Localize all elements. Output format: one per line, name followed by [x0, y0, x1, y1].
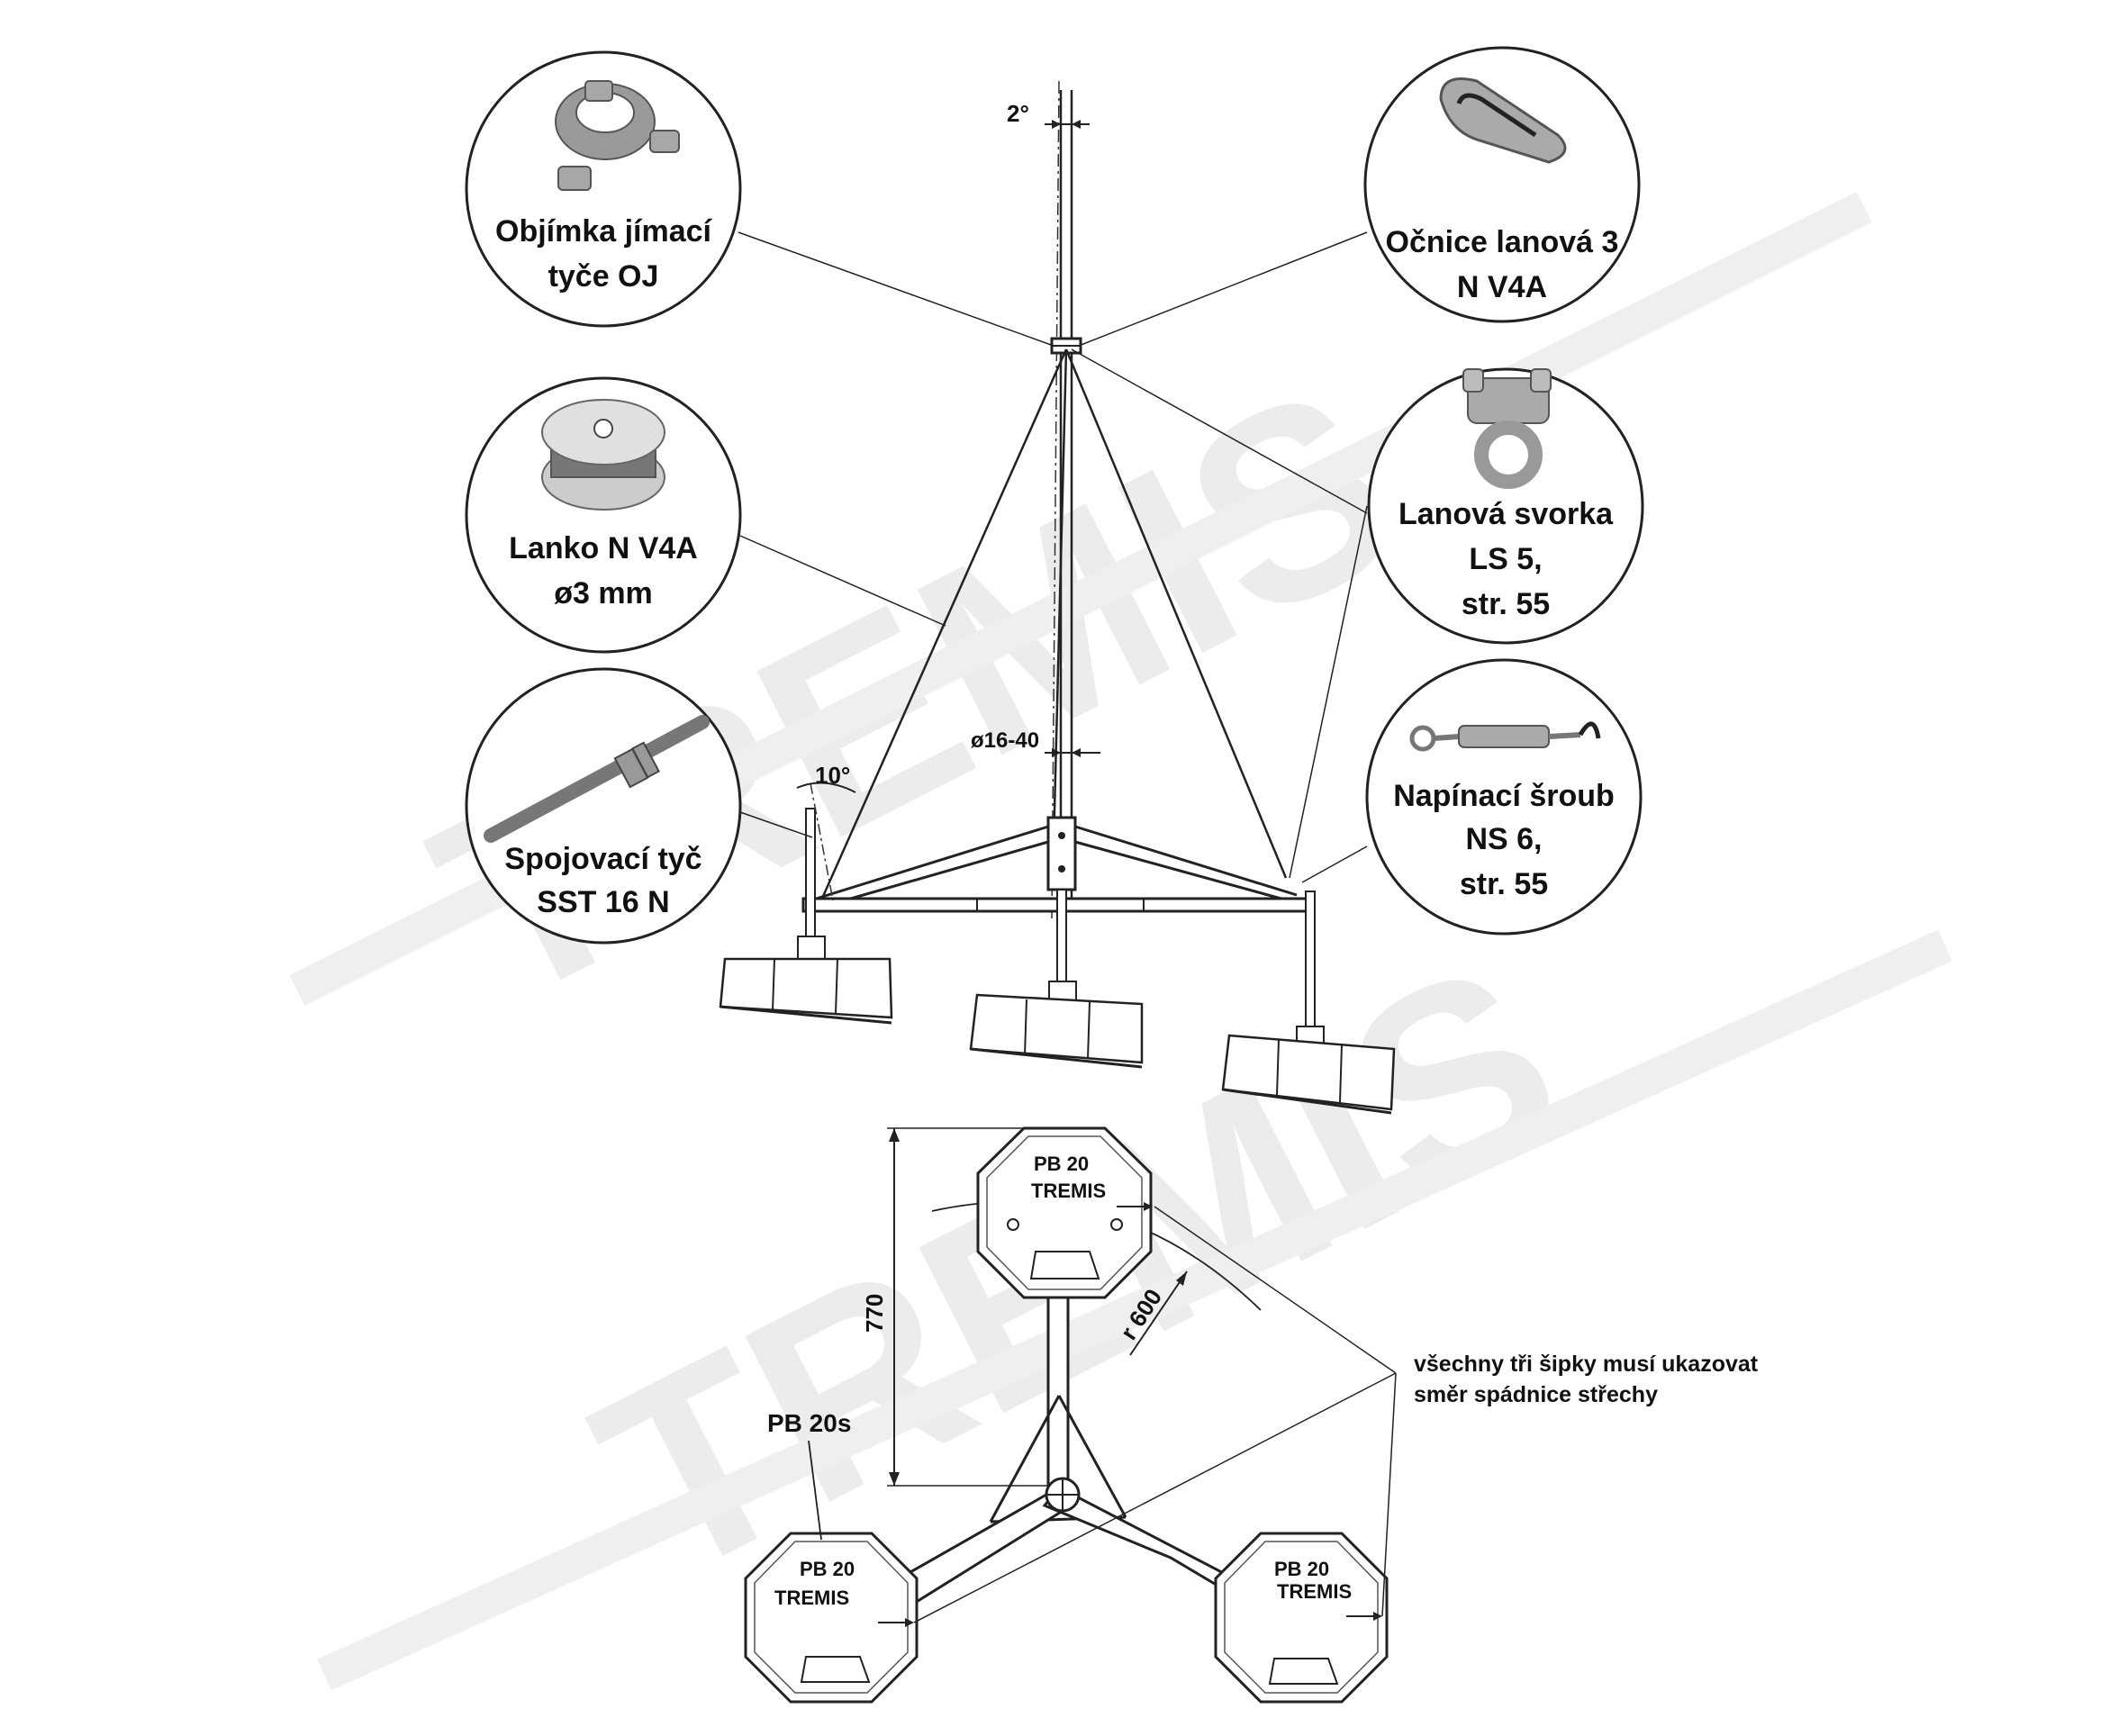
height-label: 770	[861, 1294, 888, 1333]
block-left-label: PB 20	[800, 1558, 855, 1580]
callout-pb20s: PB 20s	[767, 1409, 851, 1541]
pb20s-label: PB 20s	[767, 1409, 851, 1437]
note-line-1: všechny tři šipky musí ukazovat	[1414, 1352, 1759, 1377]
plan-block-right: PB 20 TREMIS	[1214, 1532, 1389, 1704]
rod-clamp-icon	[555, 80, 680, 191]
threaded-rod-icon	[484, 715, 710, 843]
mast-angle-label: 2°	[1007, 100, 1029, 127]
wire-clamp-icon	[1462, 368, 1552, 489]
objimka-label-1: Objímka jímací	[495, 214, 713, 249]
callout-ocnice: Očnice lanová 3 N V4A	[1363, 46, 1641, 323]
spojovaci-label-1: Spojovací tyč	[504, 842, 701, 876]
napinaci-label-2: NS 6,	[1465, 822, 1542, 856]
callout-objimka: Objímka jímací tyče OJ	[465, 50, 742, 328]
leg-angle-label: 10°	[815, 762, 850, 789]
mast-angle-dimension: 2°	[1007, 100, 1090, 129]
plan-view: 770 r 600 PB 20 TREMIS	[744, 1126, 1759, 1704]
callout-svorka: Lanová svorka LS 5, str. 55	[1367, 367, 1644, 645]
callout-lanko: Lanko N V4A ø3 mm	[465, 376, 742, 654]
callout-spojovaci: Spojovací tyč SST 16 N	[465, 667, 742, 945]
plan-block-top: PB 20 TREMIS	[976, 1126, 1153, 1299]
napinaci-label-1: Napínací šroub	[1393, 779, 1615, 813]
lanko-label-2: ø3 mm	[554, 576, 653, 610]
thimble-icon	[1439, 77, 1567, 164]
turnbuckle-icon	[1409, 721, 1601, 752]
component-callouts: Objímka jímací tyče OJ Lanko N V4A ø3 mm	[465, 46, 1644, 945]
svorka-label-2: LS 5,	[1469, 542, 1542, 576]
spojovaci-label-2: SST 16 N	[537, 885, 669, 919]
block-right-brand: TREMIS	[1277, 1580, 1352, 1603]
svorka-label-1: Lanová svorka	[1398, 497, 1614, 531]
svorka-label-3: str. 55	[1462, 587, 1550, 621]
ocnice-label-2: N V4A	[1457, 270, 1547, 304]
ocnice-label-1: Očnice lanová 3	[1386, 225, 1619, 259]
ballast-block-center	[969, 981, 1144, 1069]
block-left-brand: TREMIS	[774, 1587, 849, 1609]
mast-diameter-label: ø16-40	[971, 728, 1039, 753]
mast-diameter-dimension: ø16-40	[971, 728, 1100, 757]
block-right-label: PB 20	[1274, 1558, 1329, 1580]
tripod-frame: 10°	[796, 762, 1316, 1036]
block-top-label: PB 20	[1034, 1153, 1089, 1175]
block-top-brand: TREMIS	[1031, 1180, 1106, 1202]
mast-assembly: 2° ø16-40	[719, 80, 1396, 1115]
ballast-block-left	[719, 936, 893, 1025]
note-line-2: směr spádnice střechy	[1414, 1382, 1658, 1407]
objimka-label-2: tyče OJ	[548, 259, 659, 294]
wire-spool-icon	[541, 399, 665, 511]
direction-note: všechny tři šipky musí ukazovat směr spá…	[913, 1206, 1759, 1623]
plan-block-left: PB 20 TREMIS	[744, 1532, 919, 1704]
napinaci-label-3: str. 55	[1460, 867, 1548, 901]
ballast-block-right	[1221, 1026, 1396, 1115]
lanko-label-1: Lanko N V4A	[509, 531, 698, 565]
height-dimension: 770	[861, 1127, 1058, 1487]
callout-napinaci: Napínací šroub NS 6, str. 55	[1365, 658, 1643, 936]
